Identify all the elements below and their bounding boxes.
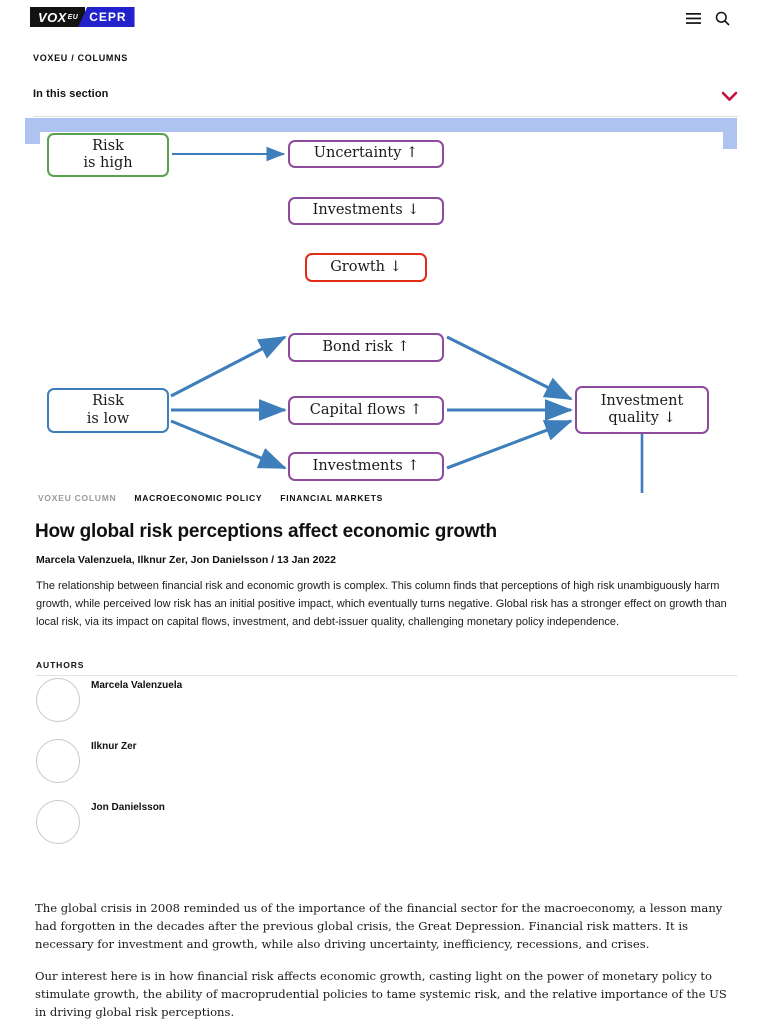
author-row-1[interactable]: Ilknur Zer: [36, 739, 137, 783]
authors-heading: AUTHORS: [36, 660, 85, 670]
node-growth-down-label: Growth ↓: [330, 258, 402, 275]
avatar: [36, 800, 80, 844]
article-tags: VOXEU COLUMN MACROECONOMIC POLICY FINANC…: [38, 493, 383, 503]
figure-band-right-tab: [723, 118, 737, 149]
article-abstract: The relationship between financial risk …: [36, 580, 727, 628]
author-name-1[interactable]: Ilknur Zer: [91, 741, 137, 752]
node-risk-is-low-line1: Risk: [92, 393, 124, 410]
logo-vox-text: VOX: [38, 9, 67, 25]
article-body: The global crisis in 2008 reminded us of…: [35, 900, 741, 1022]
tag-macroeconomic-policy[interactable]: MACROECONOMIC POLICY: [134, 493, 263, 503]
node-investment-quality: Investment quality ↓: [575, 386, 709, 434]
author-row-2[interactable]: Jon Danielsson: [36, 800, 165, 844]
node-growth-down: Growth ↓: [305, 253, 427, 282]
node-investments-down-label: Investments ↓: [312, 202, 420, 219]
node-capital-flows-up-label: Capital flows ↑: [309, 401, 423, 418]
chevron-down-icon[interactable]: [721, 89, 738, 107]
figure-arrows: [170, 146, 644, 493]
node-risk-is-low-line2: is low: [86, 410, 130, 427]
tag-voxeu-column[interactable]: VOXEU COLUMN: [38, 493, 117, 503]
node-capital-flows-up: Capital flows ↑: [288, 396, 444, 425]
node-risk-is-low: Risk is low: [47, 388, 169, 433]
search-icon[interactable]: [714, 10, 730, 26]
node-investments-up-label: Investments ↑: [312, 457, 420, 474]
node-uncertainty-up-label: Uncertainty ↑: [313, 145, 419, 162]
authors-divider: [36, 675, 738, 676]
author-name-0[interactable]: Marcela Valenzuela: [91, 680, 183, 691]
author-name-2[interactable]: Jon Danielsson: [91, 802, 165, 813]
article-byline: Marcela Valenzuela, Ilknur Zer, Jon Dani…: [36, 554, 336, 566]
hamburger-menu-icon[interactable]: [685, 10, 701, 26]
node-investment-quality-line1: Investment: [600, 392, 684, 409]
body-paragraph-2: Our interest here is in how financial ri…: [35, 968, 727, 1019]
header-icons: [685, 10, 730, 26]
avatar: [36, 739, 80, 783]
node-risk-is-high-line1: Risk: [92, 137, 124, 154]
node-investments-down: Investments ↓: [288, 197, 444, 225]
node-uncertainty-up: Uncertainty ↑: [288, 140, 444, 168]
logo-vox-superscript: EU: [67, 13, 79, 21]
author-row-0[interactable]: Marcela Valenzuela: [36, 678, 182, 722]
figure-band-left-tab: [25, 118, 40, 144]
node-risk-is-high: Risk is high: [47, 133, 169, 177]
node-risk-is-high-line2: is high: [83, 155, 133, 171]
figure-top-band: [25, 118, 737, 132]
breadcrumb[interactable]: VOXEU / COLUMNS: [33, 53, 129, 63]
page-title: How global risk perceptions affect econo…: [35, 521, 497, 542]
node-bond-risk-up: Bond risk ↑: [288, 333, 444, 362]
node-investments-up: Investments ↑: [288, 452, 444, 481]
in-this-section-toggle[interactable]: In this section: [33, 88, 738, 117]
node-investment-quality-line2: quality ↓: [608, 410, 676, 426]
tag-financial-markets[interactable]: FINANCIAL MARKETS: [280, 493, 384, 503]
node-bond-risk-up-label: Bond risk ↑: [322, 338, 410, 355]
article-hero-figure: Risk is high Uncertainty ↑ Investments ↓…: [0, 118, 768, 493]
body-paragraph-1: The global crisis in 2008 reminded us of…: [35, 901, 723, 951]
logo-cepr: CEPR: [78, 7, 135, 27]
avatar: [36, 678, 80, 722]
in-this-section-label: In this section: [33, 88, 109, 100]
